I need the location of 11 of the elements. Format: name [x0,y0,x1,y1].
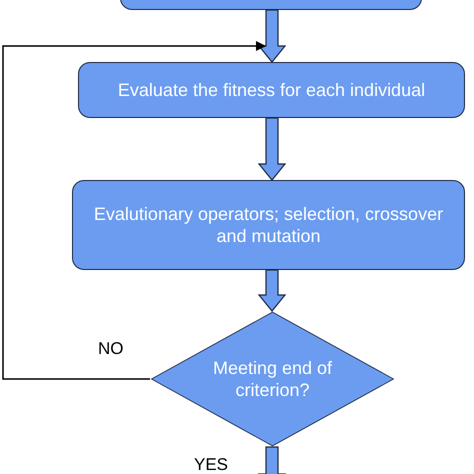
block-arrow [258,446,286,474]
process-box [72,180,465,270]
loop-arrow [2,41,266,380]
node-text: Evaluate the fitness for each individual [118,78,426,102]
block-arrow [258,269,286,312]
decision-diamond [150,311,395,447]
node-text: Meeting end of criterion? [212,356,334,402]
block-arrow [258,117,286,181]
block-arrow [258,9,286,63]
node-text: Evalutionary operators; selection, crossover and mutation [92,202,444,248]
process-box [78,62,465,118]
